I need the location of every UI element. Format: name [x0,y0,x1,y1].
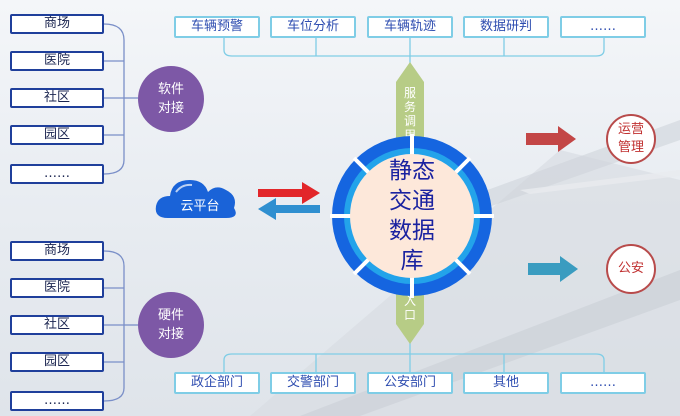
software-access-circle: 软件对接 [138,66,204,132]
core-line: 数据 [389,218,435,244]
left-top-item: 社区 [10,88,104,108]
exchange-arrows [258,182,320,220]
cloud-platform-label: 云平台 [180,199,220,214]
bottom-item: 公安部门 [367,372,453,394]
left-top-item: 商场 [10,14,104,34]
left-top-item: …… [10,164,104,184]
bottom-item: 政企部门 [174,372,260,394]
core-line: 库 [400,248,424,274]
bottom-item: 其他 [463,372,549,394]
ops-mgmt-circle: 运营管理 [606,114,656,164]
ops-mgmt-label: 运营管理 [617,122,644,155]
top-item: 车位分析 [270,16,356,38]
bottom-item: 交警部门 [270,372,356,394]
top-item: 车辆预警 [174,16,260,38]
public-security-label: 公安 [617,261,644,276]
left-bottom-item: 医院 [10,278,104,298]
top-item: 车辆轨迹 [367,16,453,38]
left-top-item: 医院 [10,51,104,71]
cloud-icon [155,180,236,218]
service-call-band [396,62,424,152]
left-bottom-item: 园区 [10,352,104,372]
ops-arrow [526,126,576,152]
left-bottom-item: 社区 [10,315,104,335]
left-top-item: 园区 [10,125,104,145]
top-item: 数据研判 [463,16,549,38]
security-arrow [528,256,578,282]
bottom-item: …… [560,372,646,394]
public-security-circle: 公安 [606,244,656,294]
service-call-label: 服务调用 [403,86,416,142]
left-bottom-item: 商场 [10,241,104,261]
core-line: 交通 [389,188,435,214]
left-bottom-item: …… [10,391,104,411]
core-database-title: 静态 交通 数据 库 [366,156,458,276]
database-ring [330,134,494,298]
hardware-access-circle: 硬件对接 [138,292,204,358]
hardware-access-label: 硬件对接 [157,308,184,342]
top-item: …… [560,16,646,38]
core-line: 静态 [389,158,435,184]
software-access-label: 软件对接 [157,82,184,116]
